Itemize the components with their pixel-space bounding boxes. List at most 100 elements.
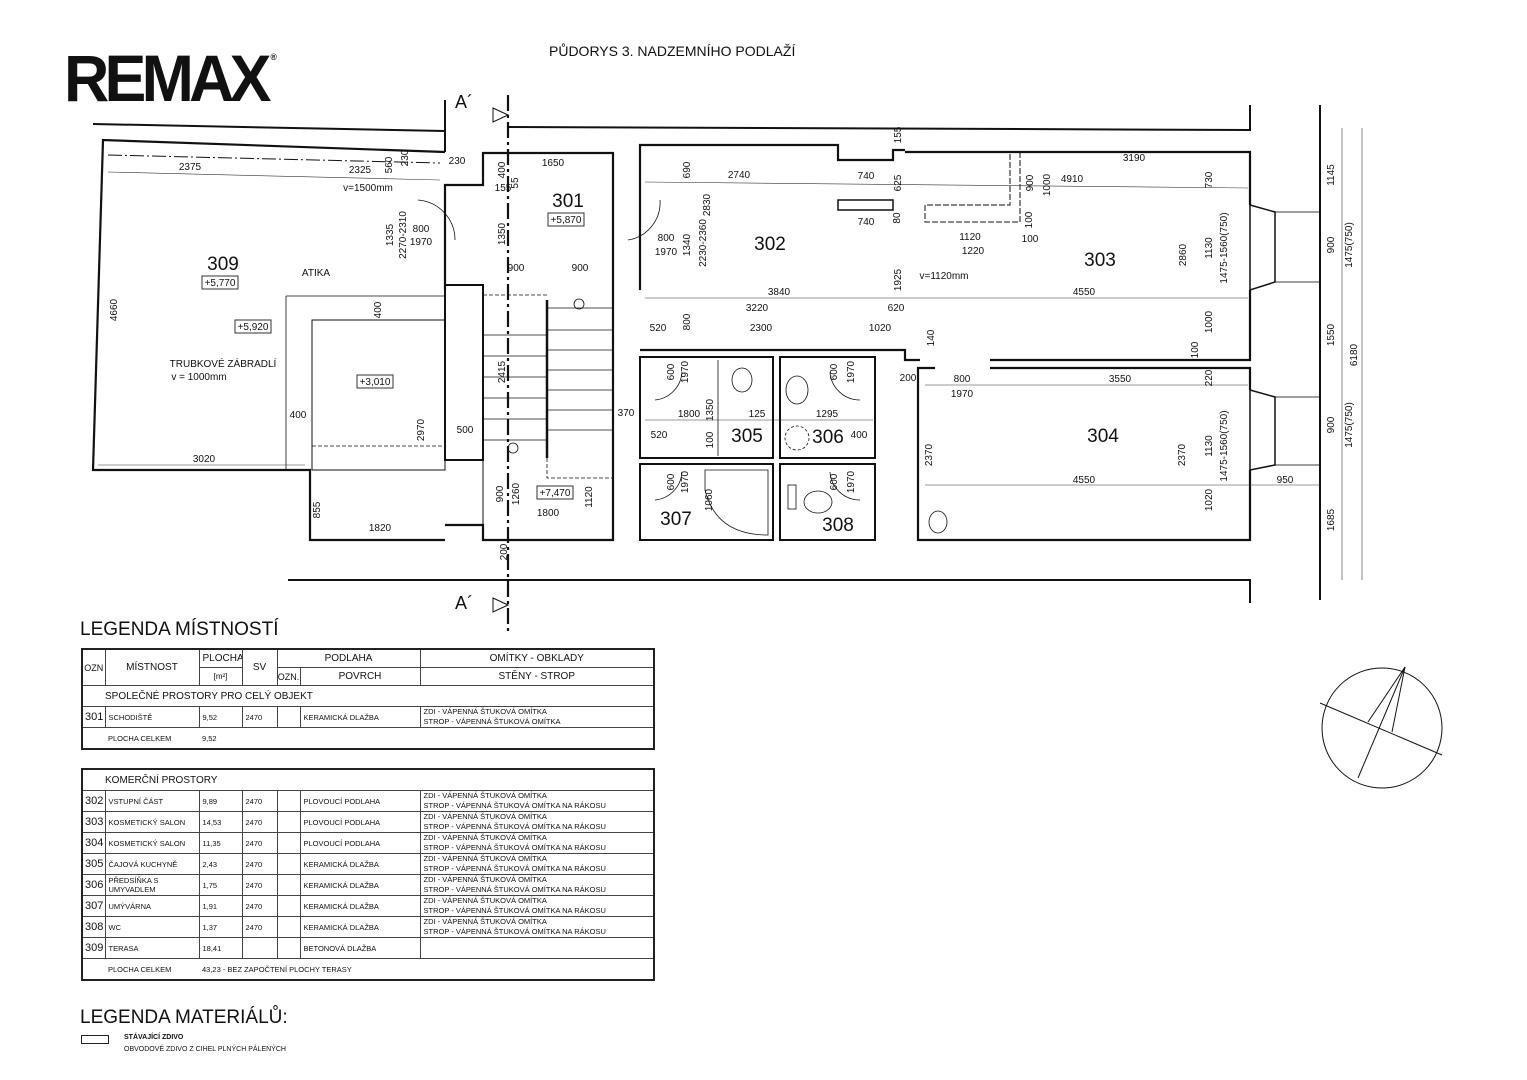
dimension-label: 1260 [511,482,522,505]
legend-table-common: OZN MÍSTNOST PLOCHA SV PODLAHA OMÍTKY - … [81,648,655,750]
header-area-unit: [m²] [198,667,243,686]
dimension-label: 900 [1326,236,1337,253]
dimension-label: 800 [413,224,430,235]
dimension-label: 230 [449,156,466,167]
dimension-label: 740 [858,217,875,228]
dimension-label: 155 [495,183,512,194]
dimension-label: 1650 [542,158,565,169]
dimension-label: 80 [892,212,903,224]
dimension-label: 2415 [497,360,508,383]
dimension-label: 140 [926,329,937,346]
dimension-label: 2300 [750,323,773,334]
dimension-label: 950 [1277,475,1294,486]
dimension-label: 900 [572,263,589,274]
header-floor-ozn: OZN. [276,667,301,686]
dimension-label: 600 [829,473,840,490]
room-308-label: 308 [822,515,854,536]
room-305-label: 305 [731,426,763,447]
dimension-label: 155 [893,126,904,143]
dimension-label: 400 [290,410,307,421]
dimension-label: 2375 [179,162,202,173]
section-mark-top: A´ [455,92,473,112]
dimension-label: 1800 [537,508,560,519]
material-name: STÁVAJÍCÍ ZDIVO [124,1034,184,1041]
total-value: 9,52 [199,727,655,750]
dimension-label: 1350 [705,398,716,421]
section-mark-bottom: A´ [455,593,473,613]
header-finish: OMÍTKY - OBKLADY [419,648,655,668]
dimension-label: 900 [508,263,525,274]
dimension-label: 1970 [846,360,857,383]
dimension-label: 1550 [1326,323,1337,346]
dimension-label: v = 1000mm [171,372,226,383]
dimension-label: 2270-2310 [398,211,409,259]
dimension-label: 3840 [768,287,791,298]
north-arrow-icon [1319,666,1443,789]
room-307-label: 307 [660,509,692,530]
header-ozn: OZN [81,648,106,686]
dimension-label: 1335 [385,223,396,246]
level-stair-top: +7,470 [540,488,571,499]
section-commercial: KOMERČNÍ PROSTORY [81,768,655,791]
dimension-label: 1120 [584,486,595,508]
level-atika: +5,920 [238,322,269,333]
dimension-label: 600 [666,473,677,490]
dimension-label: 1020 [869,323,892,334]
material-swatch [81,1035,109,1044]
dimension-label: 100 [705,431,716,448]
dimension-label: 900 [495,485,506,502]
level-lower: +3,010 [360,377,391,388]
section-common: SPOLEČNÉ PROSTORY PRO CELÝ OBJEKT [81,685,655,707]
dimension-label: 200 [900,373,917,384]
dimension-label: 2230-2360 [698,219,709,267]
dimension-label: 1475-1560(750) [1219,212,1230,283]
total-label: PLOCHA CELKEM [81,958,199,981]
room-302-label: 302 [754,234,786,255]
dimension-label: 625 [893,174,904,191]
dimension-label: 1060 [704,488,715,511]
section-marks: A´ A´ [455,92,473,613]
dimension-label: 1970 [846,470,857,493]
dimension-label: 740 [858,171,875,182]
total-value: 43,23 - BEZ ZAPOČTENÍ PLOCHY TERASY [199,958,655,981]
dimension-label: 560 [384,156,395,173]
room-304-label: 304 [1087,426,1119,447]
dimension-label: ATIKA [302,268,330,279]
dimension-label: 730 [1204,171,1215,188]
dimension-label: 220 [1204,369,1215,386]
legend-materials-heading: LEGENDA MATERIÁLŮ: [80,1007,288,1028]
dimension-label: 3020 [193,454,216,465]
header-area: PLOCHA [198,648,243,668]
dimension-label: 2830 [702,193,713,216]
dimension-label: 1820 [369,523,392,534]
dimension-label: 100 [1022,234,1039,245]
dimension-label: 1475(750) [1344,222,1355,268]
dimension-label: 230 [400,149,411,166]
dimension-label: 400 [373,301,384,318]
header-floor: PODLAHA [276,648,421,668]
dimension-label: 2370 [924,443,935,466]
dimension-label: 2370 [1177,443,1188,466]
dimension-label: 520 [651,430,668,441]
dimension-label: 600 [829,363,840,380]
room-309-label: 309 [207,254,239,275]
room-301-label: 301 [552,191,584,212]
dimension-label: 4550 [1073,287,1096,298]
dimension-label: 100 [1190,341,1201,358]
dimension-label: 1350 [497,222,508,245]
dimension-label: 1800 [678,409,701,420]
dimension-label: 800 [954,374,971,385]
dimension-label: 400 [851,430,868,441]
dimension-label: 1970 [680,360,691,383]
dimension-label: 620 [888,303,905,314]
dimension-label: 800 [658,233,675,244]
dimension-label: 55 [510,177,521,189]
dimension-label: 855 [312,501,323,518]
dimension-label: 6180 [1349,343,1360,366]
